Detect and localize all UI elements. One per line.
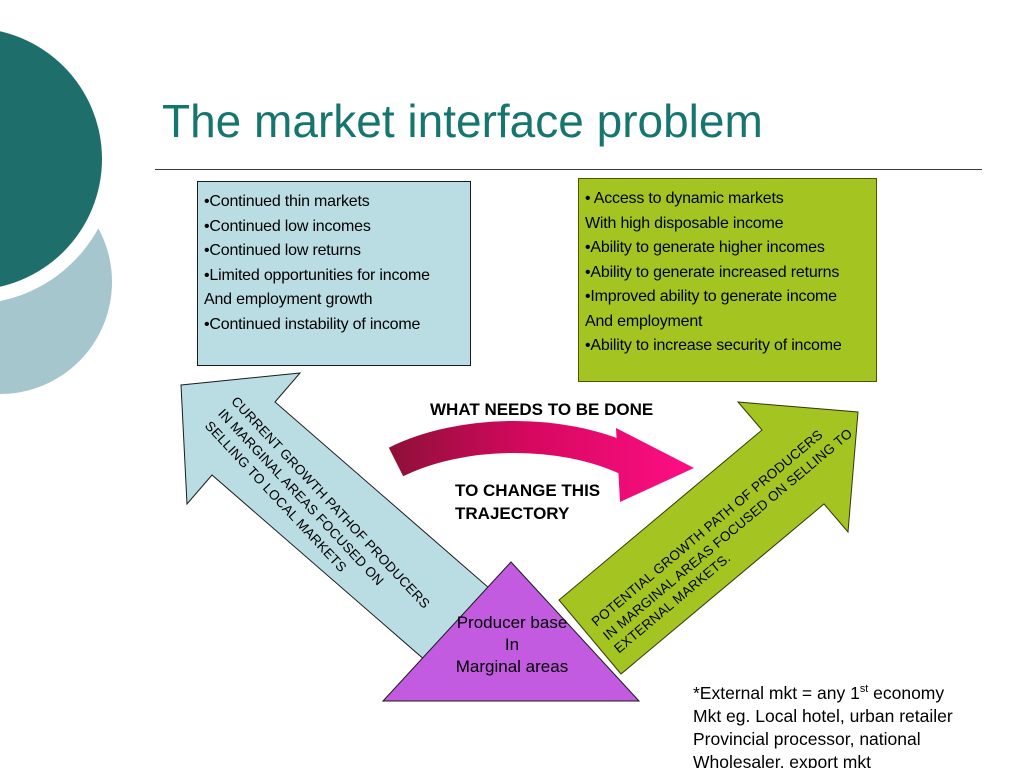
box-line: •Ability to generate increased returns: [585, 263, 840, 281]
desired-situation-box: • Access to dynamic markets With high di…: [578, 178, 877, 382]
producer-base-line: Producer base: [456, 613, 568, 632]
footnote-line1-post: economy: [868, 682, 945, 703]
producer-base-triangle-shape: [381, 561, 641, 702]
box-line: And employment: [585, 312, 703, 330]
box-line: •Limited opportunities for income: [204, 266, 430, 284]
box-line: •Continued low incomes: [204, 217, 371, 235]
box-line: • Access to dynamic markets: [585, 190, 784, 207]
to-change-line1: TO CHANGE THIS: [455, 481, 601, 500]
box-line: •Ability to increase security of income: [585, 337, 842, 354]
curved-arrow-head-shape: [616, 428, 694, 502]
producer-base-line: Marginal areas: [455, 657, 569, 676]
current-situation-box: •Continued thin markets •Continued low i…: [197, 181, 471, 366]
footnote-line3: Provincial processor, national: [693, 728, 921, 749]
footnote-line1-pre: *External mkt = any 1: [693, 682, 860, 703]
box-line: •Continued thin markets: [204, 193, 370, 210]
box-line: •Continued instability of income: [204, 315, 421, 333]
footnote-line1-sup: st: [859, 683, 869, 695]
box-line: •Improved ability to generate income: [585, 288, 837, 305]
footnote: *External mkt = any 1st economy Mkt eg. …: [693, 678, 953, 768]
producer-base-line: In: [504, 635, 520, 654]
box-line: With high disposable income: [585, 214, 784, 232]
box-line: •Continued low returns: [204, 242, 361, 259]
curved-arrow-shape: [388, 421, 635, 477]
title-divider: [155, 169, 982, 170]
producer-base-label: Producer base In Marginal areas: [412, 612, 612, 678]
to-change-line2: TRAJECTORY: [455, 504, 570, 523]
page-title: The market interface problem: [162, 95, 763, 147]
footnote-line4: Wholesaler, export mkt: [693, 751, 871, 768]
footnote-line1: *External mkt = any 1st economy: [693, 678, 953, 705]
footnote-line2: Mkt eg. Local hotel, urban retailer: [693, 705, 953, 726]
box-line: And employment growth: [204, 291, 373, 308]
to-change-label: TO CHANGE THIS TRAJECTORY: [455, 479, 600, 525]
right-growth-arrow-shape: [558, 401, 859, 675]
what-needs-label: WHAT NEEDS TO BE DONE: [430, 400, 654, 419]
box-line: •Ability to generate higher incomes: [585, 239, 825, 256]
